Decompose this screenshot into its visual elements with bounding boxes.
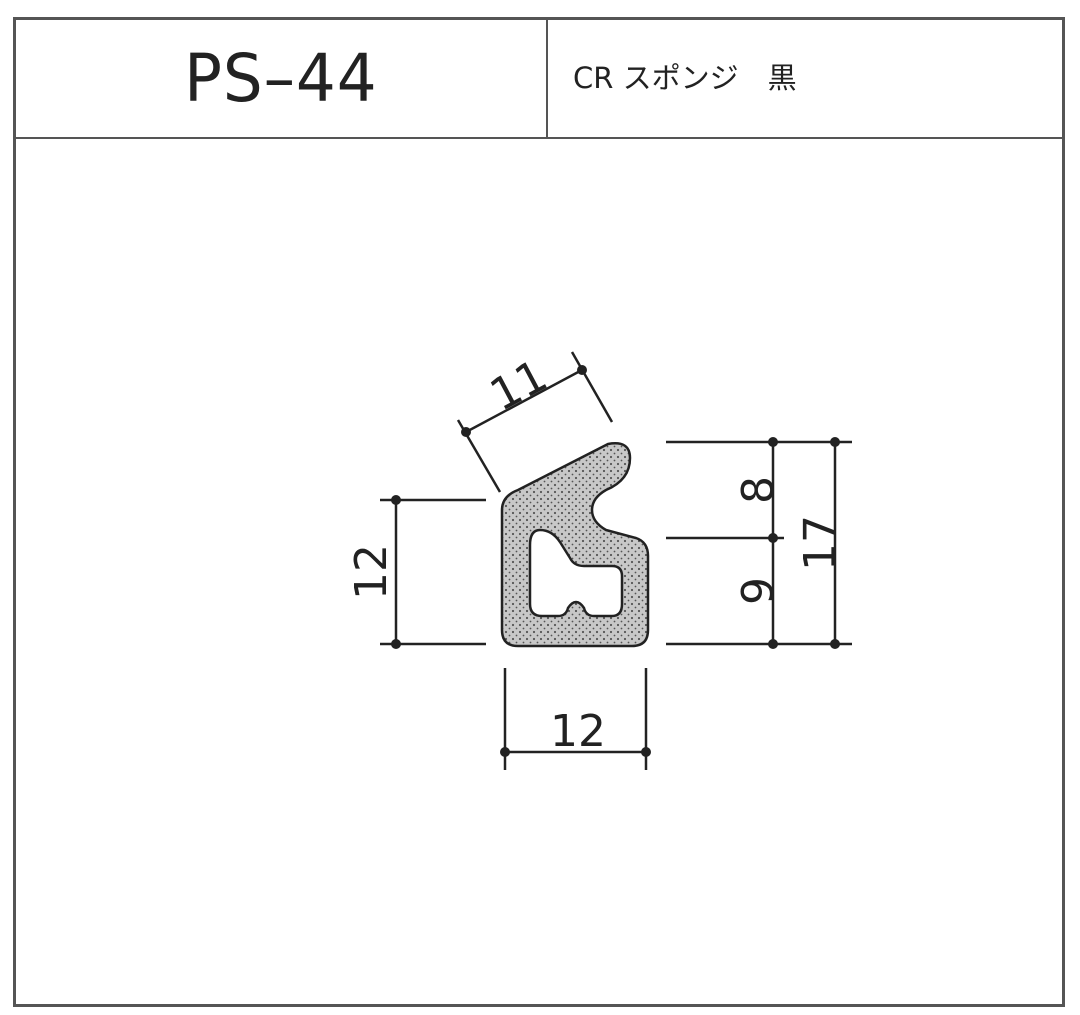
dimension-dot <box>768 639 778 649</box>
part-code-cell: PS–44 <box>16 20 548 137</box>
dimension-label-left: 12 <box>346 544 397 600</box>
dimension-dot <box>641 747 651 757</box>
dimension-label-right-lower: 9 <box>733 577 784 605</box>
drawing-frame: PS–44 CR スポンジ 黒 <box>13 17 1065 1007</box>
dimension-label-right-upper: 8 <box>733 476 784 504</box>
dimension-dot <box>830 437 840 447</box>
dimension-dot <box>768 533 778 543</box>
seal-profile <box>500 442 650 648</box>
dimension-dot <box>500 747 510 757</box>
dimension-label-right-total: 17 <box>795 515 846 571</box>
material-cell: CR スポンジ 黒 <box>548 20 1062 137</box>
dimension-dot <box>768 437 778 447</box>
material-description: CR スポンジ 黒 <box>573 61 797 95</box>
dimension-dot <box>577 365 587 375</box>
dimension-label-bottom: 12 <box>550 706 606 757</box>
dimension-dot <box>391 639 401 649</box>
dimension-label-top: 11 <box>482 350 555 421</box>
dimension-dot <box>830 639 840 649</box>
part-code: PS–44 <box>184 39 378 117</box>
dimension-dot <box>391 495 401 505</box>
dimension-dot <box>461 427 471 437</box>
title-block: PS–44 CR スポンジ 黒 <box>16 20 1062 139</box>
